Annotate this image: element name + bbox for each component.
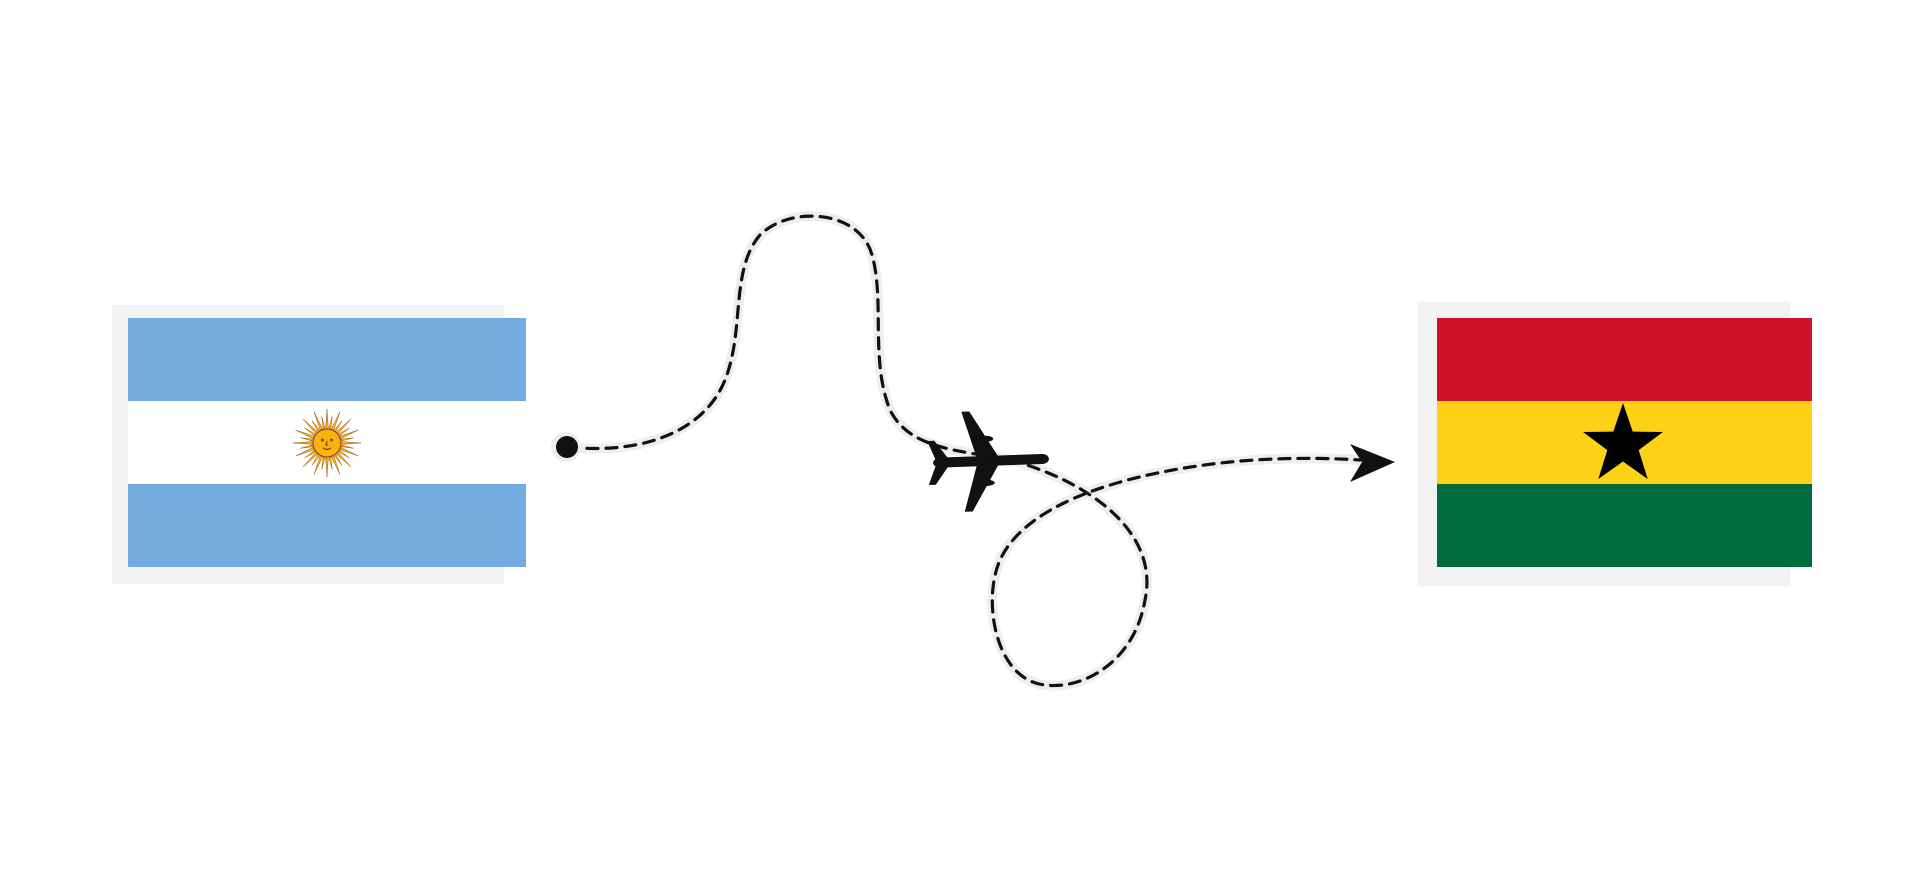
sun-ray: [302, 452, 318, 468]
ghana-stripe-red: [1437, 318, 1812, 401]
sun-ray: [321, 457, 326, 470]
sun-ray: [321, 416, 326, 429]
sun-ray: [338, 450, 350, 459]
origin-flag-argentina: [112, 305, 526, 584]
sun-ray: [311, 454, 320, 466]
sun-ray: [304, 427, 316, 436]
argentina-stripe-top: [128, 318, 526, 401]
flight-route: [551, 211, 1395, 691]
sun-ray: [338, 427, 350, 436]
sun-eye-right: [330, 438, 333, 442]
sun-ray: [328, 457, 333, 470]
sun-ray: [341, 437, 354, 442]
sun-ray: [334, 454, 343, 466]
sun-ray: [325, 408, 329, 429]
sun-ray: [304, 450, 316, 459]
sun-ray: [340, 429, 359, 439]
sun-ray: [328, 416, 333, 429]
sun-ray: [325, 457, 329, 478]
route-arrowhead-icon: [1350, 444, 1395, 482]
sun-ray: [334, 420, 343, 432]
sun-ray: [292, 441, 313, 445]
sun-mouth: [322, 447, 332, 451]
sun-ray: [341, 444, 354, 449]
ghana-stripe-green: [1437, 484, 1812, 567]
sun-nose: [325, 440, 328, 446]
argentina-stripe-bottom: [128, 484, 526, 567]
airplane-icon: [927, 411, 1049, 512]
sun-eye-left: [321, 438, 324, 442]
sun-ray: [340, 447, 359, 457]
sun-ray: [313, 411, 323, 430]
sun-of-may-icon: [292, 408, 362, 478]
destination-flag-ghana: [1418, 302, 1812, 586]
sun-ray: [336, 452, 352, 468]
sun-ray: [300, 444, 313, 449]
route-start-dot-icon: [556, 436, 578, 458]
sun-ray: [313, 456, 323, 475]
route-dashed-line: [566, 214, 1362, 688]
sun-ray: [300, 437, 313, 442]
sun-ray: [295, 447, 314, 457]
sun-ray: [336, 418, 352, 434]
black-star-icon: [1583, 403, 1663, 479]
sun-ray: [331, 456, 341, 475]
sun-ray: [295, 429, 314, 439]
sun-ray: [341, 441, 362, 445]
sun-ray: [331, 411, 341, 430]
sun-ray: [302, 418, 318, 434]
sun-ray: [311, 420, 320, 432]
